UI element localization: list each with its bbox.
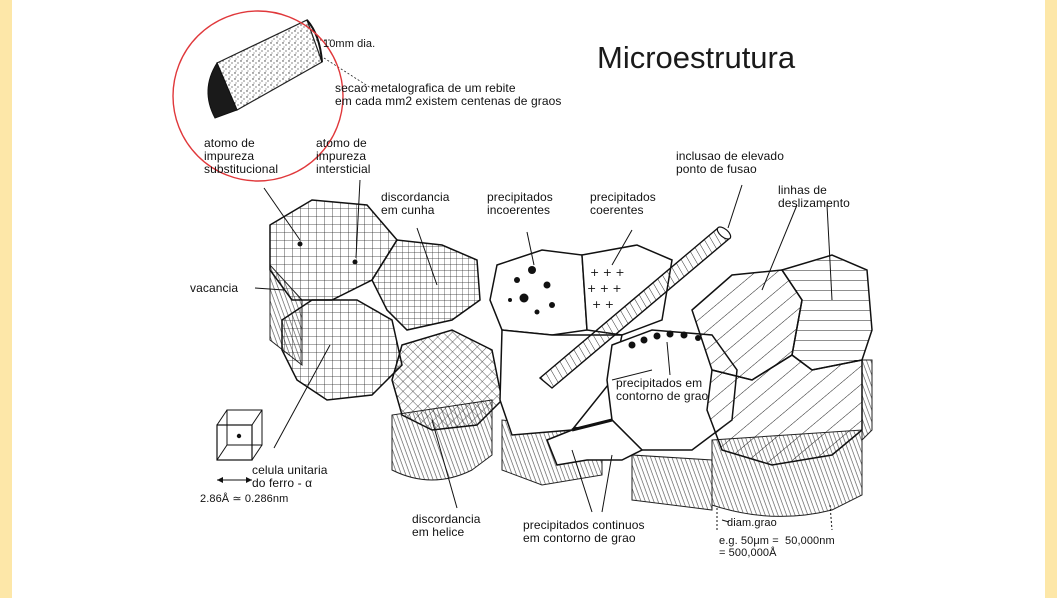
incoherent-label: precipitados incoerentes — [487, 191, 553, 217]
screw-dislocation-label: discordancia em helice — [412, 513, 481, 539]
rivet-caption: secao metalografica de um rebite em cada… — [335, 82, 561, 108]
substitutional-atom — [298, 242, 303, 247]
svg-text:+ + +: + + + — [590, 266, 625, 279]
rivet-diameter-label: 10mm dia. — [323, 38, 375, 50]
coherent-label: precipitados coerentes — [590, 191, 656, 217]
vacancy-label: vacancia — [190, 282, 238, 295]
grain-diameter-label: diam.grao — [727, 517, 777, 529]
inclusion-label: inclusao de elevado ponto de fusao — [676, 150, 784, 176]
interstitial-atom — [353, 260, 358, 265]
slip-lines-label: linhas de deslizamento — [778, 184, 850, 210]
grain-screw-dislocation — [392, 330, 502, 430]
grain-incoherent — [490, 250, 587, 335]
lattice-parameter-label: 2.86Å ≃ 0.286nm — [200, 493, 288, 505]
edge-dislocation-label: discordancia em cunha — [381, 191, 450, 217]
page-title: Microestrutura — [597, 40, 795, 76]
grain-example-label: e.g. 50μm = 50,000nm = 500,000Å — [719, 535, 835, 559]
svg-text:+ +: + + — [592, 298, 614, 311]
unit-cell-label: celula unitaria do ferro - α — [252, 464, 328, 490]
boundary-precipitates-label: precipitados em contorno de grao — [616, 377, 708, 403]
grain-vacancy — [282, 300, 402, 400]
interstitial-label: atomo de impureza intersticial — [316, 137, 371, 176]
slide: + + + + + + + + — [12, 0, 1045, 598]
grain-center-bottom — [500, 330, 622, 435]
substitutional-label: atomo de impureza substitucional — [204, 137, 278, 176]
svg-text:+ + +: + + + — [587, 282, 622, 295]
continuous-precipitates-label: precipitados continuos em contorno de gr… — [523, 519, 645, 545]
